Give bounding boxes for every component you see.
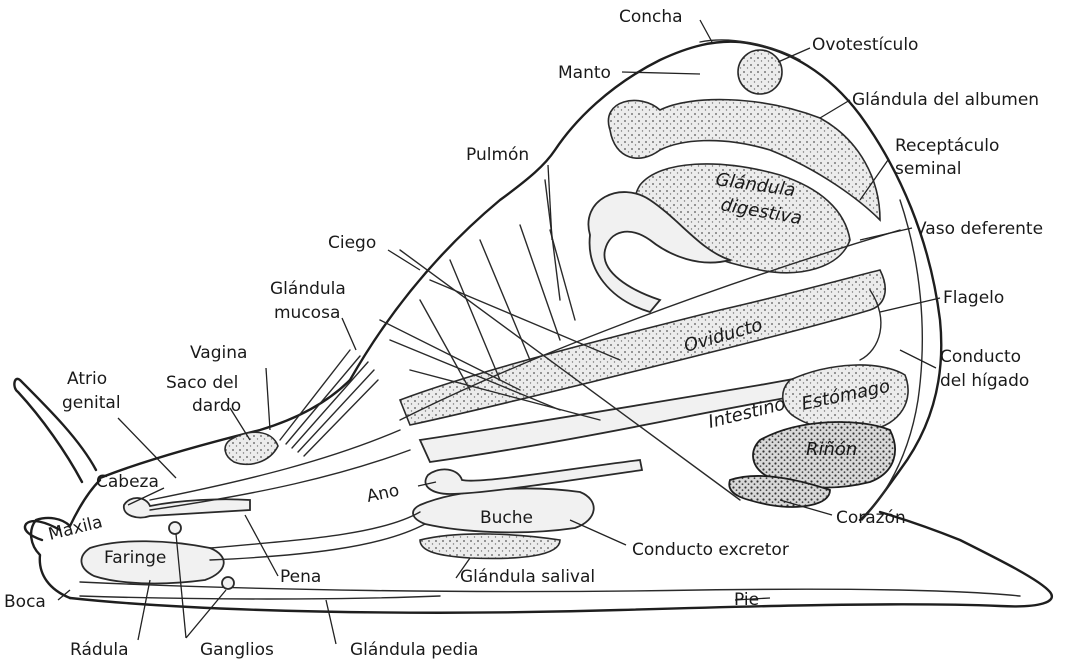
salivary-gland-shape (420, 534, 560, 559)
label-rinon: Riñón (806, 439, 857, 460)
labels: Concha Ovotestículo Manto Glándula del a… (4, 7, 1043, 660)
label-glandula-pedia: Glándula pedia (350, 640, 478, 660)
label-glandula-mucosa-1: Glándula (270, 279, 346, 299)
label-vaso-deferente: Vaso deferente (915, 219, 1043, 239)
label-receptaculo-1: Receptáculo (895, 136, 999, 156)
esophagus-lower (210, 524, 425, 560)
label-radula: Rádula (70, 640, 129, 660)
label-boca: Boca (4, 592, 46, 612)
label-conducto-higado-1: Conducto (940, 347, 1021, 367)
label-conducto-higado-2: del hígado (940, 371, 1029, 391)
ganglion-1 (169, 522, 181, 534)
ovotestis-shape (738, 50, 782, 94)
label-vagina: Vagina (190, 343, 247, 363)
label-pie: Pie (734, 590, 759, 610)
label-buche: Buche (480, 508, 533, 528)
ganglion-2 (222, 577, 234, 589)
label-conducto-excretor: Conducto excretor (632, 540, 789, 560)
label-flagelo: Flagelo (943, 288, 1004, 308)
label-atrio-1: Atrio (67, 369, 107, 389)
penis-shape (124, 498, 250, 518)
label-ano: Ano (365, 481, 401, 507)
label-concha: Concha (619, 7, 683, 27)
label-ovotesticulo: Ovotestículo (812, 35, 918, 55)
label-receptaculo-2: seminal (895, 159, 962, 179)
label-glandula-salival: Glándula salival (460, 567, 595, 587)
label-glandula-mucosa-2: mucosa (274, 303, 340, 323)
pedal-gland-line (80, 596, 440, 599)
label-atrio-2: genital (62, 393, 121, 413)
esophagus (210, 512, 420, 548)
label-saco-dardo-1: Saco del (166, 373, 238, 393)
label-glandula-albumen: Glándula del albumen (852, 90, 1039, 110)
label-ganglios: Ganglios (200, 640, 274, 660)
label-cabeza: Cabeza (96, 472, 159, 492)
label-pena: Pena (280, 567, 321, 587)
label-corazon: Corazón (836, 508, 906, 528)
label-manto: Manto (558, 63, 611, 83)
label-saco-dardo-2: dardo (192, 396, 241, 416)
label-ciego: Ciego (328, 233, 376, 253)
label-pulmon: Pulmón (466, 145, 529, 165)
label-faringe: Faringe (104, 548, 166, 568)
mucous-gland-shape (280, 350, 378, 456)
neck-outline (100, 380, 350, 478)
